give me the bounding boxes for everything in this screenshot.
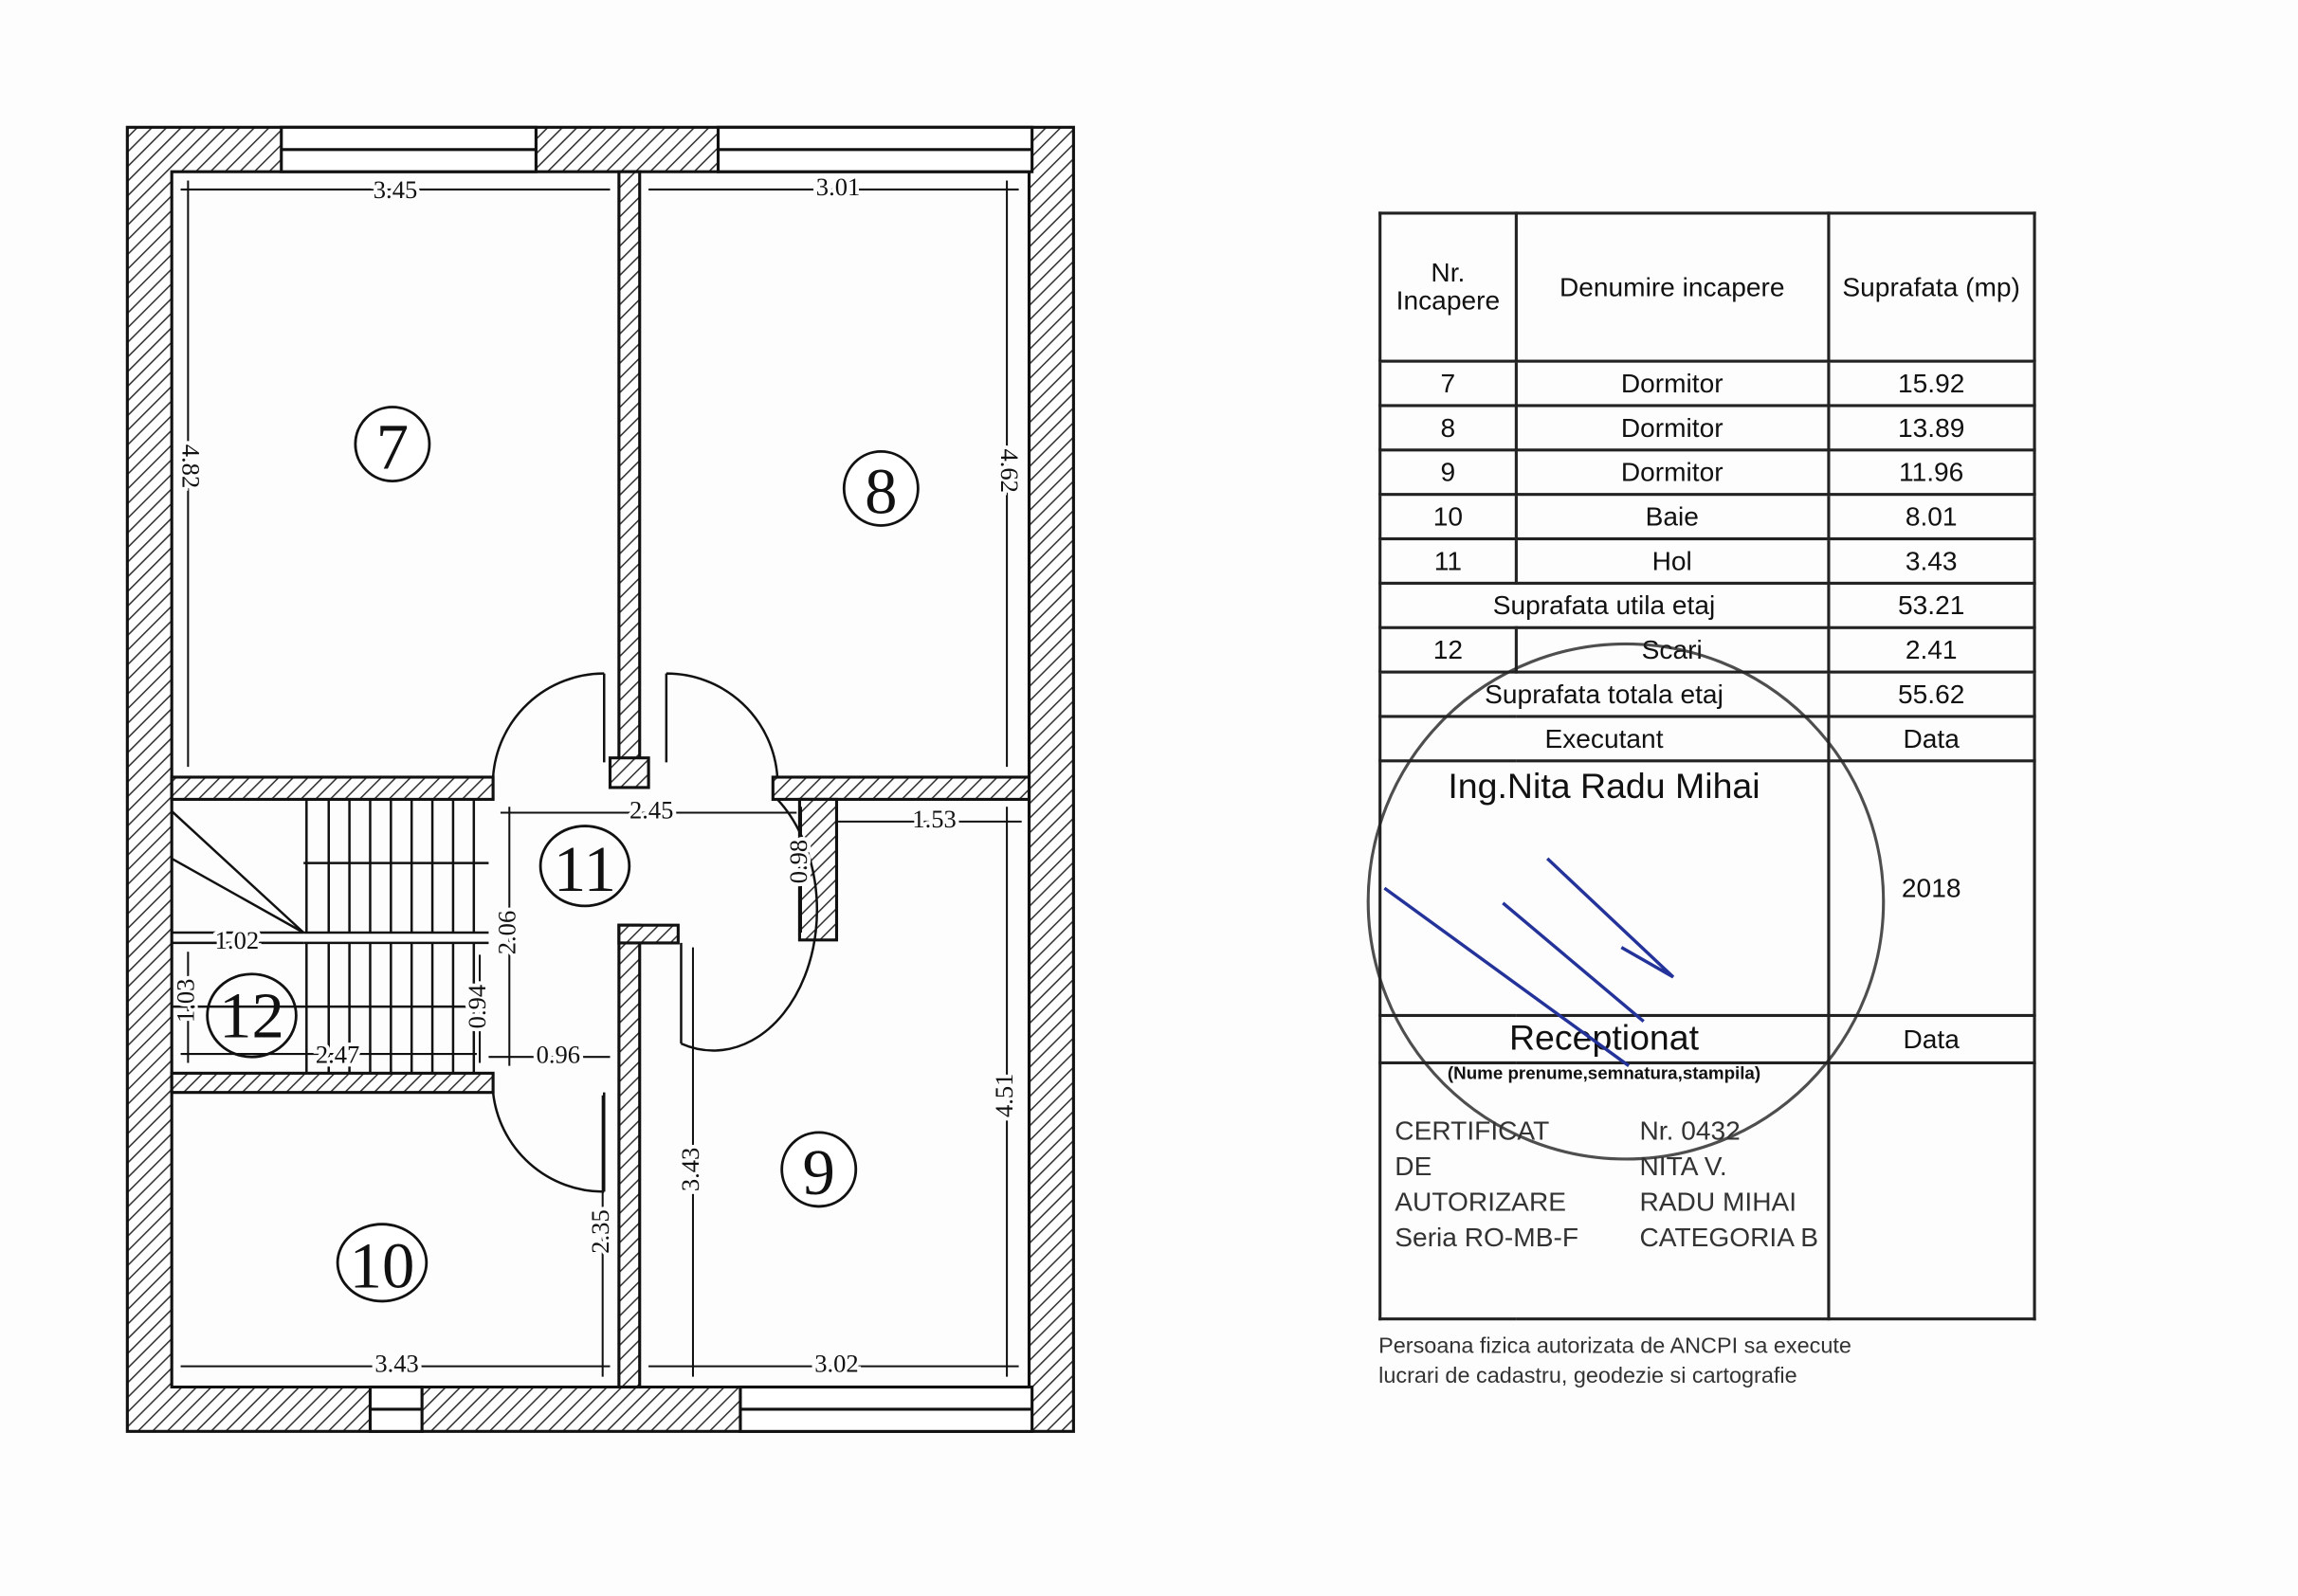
dimension-label: 4.82 bbox=[176, 444, 205, 488]
dimension-label: 3.01 bbox=[816, 172, 860, 201]
cell-nr: 9 bbox=[1378, 448, 1518, 497]
dimension-label: 4.51 bbox=[990, 1074, 1018, 1117]
header-area: Suprafata (mp) bbox=[1826, 211, 2036, 363]
date-label: Data bbox=[1826, 715, 2036, 763]
staircase bbox=[171, 799, 489, 1074]
dimension-label: 0.96 bbox=[537, 1040, 580, 1068]
header-name: Denumire incapere bbox=[1514, 211, 1830, 363]
cell-name: Dormitor bbox=[1514, 448, 1830, 497]
windows bbox=[280, 125, 1034, 1433]
dimension-label: 0.98 bbox=[784, 840, 812, 883]
cell-name: Hol bbox=[1514, 536, 1830, 585]
room-number-8: 8 bbox=[865, 456, 897, 528]
cell-name: Dormitor bbox=[1514, 404, 1830, 452]
subtotal-value: 53.21 bbox=[1826, 581, 2036, 629]
subtotal-label: Suprafata utila etaj bbox=[1378, 581, 1830, 629]
cell-area: 15.92 bbox=[1826, 359, 2036, 408]
dimension-label: 4.62 bbox=[995, 448, 1024, 492]
executant-label: Executant bbox=[1378, 715, 1830, 763]
dimension-labels: 3.45 3.01 4.82 4.62 2.45 1.53 0.98 2.06 … bbox=[168, 169, 1028, 1382]
cell-name: Dormitor bbox=[1514, 359, 1830, 408]
dimension-label: 2.45 bbox=[629, 796, 673, 825]
cell-nr: 8 bbox=[1378, 404, 1518, 452]
dimension-lines bbox=[180, 180, 1022, 1377]
room-number-10: 10 bbox=[350, 1229, 415, 1301]
stamp-ring-text: Persoana fizica autorizata de ANCPI sa e… bbox=[1378, 1333, 2267, 1391]
dimension-label: 3.02 bbox=[814, 1350, 858, 1378]
cell-area: 3.43 bbox=[1826, 536, 2036, 585]
dimension-label: 1.03 bbox=[171, 979, 199, 1023]
dimension-label: 1.02 bbox=[215, 926, 259, 954]
cell-area: 8.01 bbox=[1826, 493, 2036, 541]
stamp-ring-text-line: lucrari de cadastru, geodezie si cartogr… bbox=[1378, 1363, 1797, 1389]
room-number-7: 7 bbox=[376, 411, 409, 483]
dimension-label: 2.06 bbox=[492, 911, 520, 954]
stamp-text: RADU MIHAI bbox=[1639, 1187, 1797, 1217]
stamp-text: CERTIFICAT bbox=[1395, 1115, 1550, 1146]
doors bbox=[491, 672, 819, 1193]
cell-nr: 11 bbox=[1378, 536, 1518, 585]
executant-year: 2018 bbox=[1826, 759, 2036, 1018]
cell-area: 13.89 bbox=[1826, 404, 2036, 452]
room-number-9: 9 bbox=[803, 1136, 835, 1208]
dimension-label: 2.35 bbox=[586, 1209, 614, 1253]
room-number-12: 12 bbox=[219, 979, 284, 1051]
dimension-label: 3.45 bbox=[374, 175, 417, 204]
walls bbox=[125, 125, 1075, 1433]
stamp-text: Nr. 0432 bbox=[1639, 1115, 1741, 1146]
receptionat-label: Receptionat bbox=[1378, 1013, 1830, 1065]
dimension-label: 1.53 bbox=[912, 805, 956, 833]
dimension-label: 3.43 bbox=[676, 1148, 704, 1191]
dimension-label: 0.94 bbox=[463, 985, 491, 1028]
cell-area: 11.96 bbox=[1826, 448, 2036, 497]
total-value: 55.62 bbox=[1826, 670, 2036, 718]
receptionat-date-label: Data bbox=[1826, 1013, 2036, 1065]
room-markers bbox=[206, 406, 920, 1303]
stamp-lines: CERTIFICAT DE AUTORIZARE Seria RO-MB-F N… bbox=[1395, 1114, 1818, 1256]
executant-name: Ing.Nita Radu Mihai bbox=[1378, 759, 1830, 1018]
cell-name: Baie bbox=[1514, 493, 1830, 541]
cell-name: Scari bbox=[1514, 626, 1830, 674]
stamp-text: CATEGORIA B bbox=[1639, 1223, 1819, 1253]
cell-area: 2.41 bbox=[1826, 626, 2036, 674]
receptionat-date-cell bbox=[1826, 1061, 2036, 1321]
room-number-11: 11 bbox=[554, 833, 616, 905]
stamp-text: Seria RO-MB-F bbox=[1395, 1223, 1579, 1253]
cell-nr: 7 bbox=[1378, 359, 1518, 408]
total-label: Suprafata totala etaj bbox=[1378, 670, 1830, 718]
dimension-label: 3.43 bbox=[374, 1350, 418, 1378]
stamp-ring-text-line: Persoana fizica autorizata de ANCPI sa e… bbox=[1378, 1333, 1851, 1359]
cell-nr: 12 bbox=[1378, 626, 1518, 674]
dimension-label: 2.47 bbox=[316, 1040, 359, 1068]
stamp-text: AUTORIZARE bbox=[1395, 1187, 1567, 1217]
stamp-text: DE bbox=[1395, 1152, 1432, 1182]
stamp-text: NITA V. bbox=[1639, 1152, 1727, 1182]
header-nr: Nr. Incapere bbox=[1378, 211, 1518, 363]
cell-nr: 10 bbox=[1378, 493, 1518, 541]
